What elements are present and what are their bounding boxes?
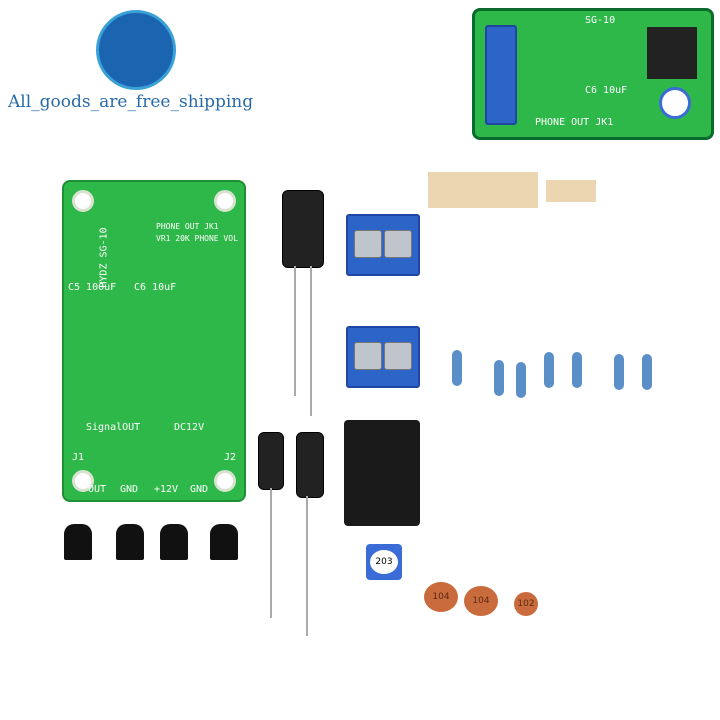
transistor <box>116 524 144 560</box>
resistor <box>452 350 462 386</box>
pin-out: OUT <box>88 484 107 495</box>
pcb-board: HYDZ SG-10 C5 100uF C6 10uF PHONE OUT JK… <box>62 180 246 502</box>
resistor <box>614 354 624 390</box>
audio-jack <box>344 420 420 526</box>
trimmer-pot: 203 <box>366 544 402 580</box>
vol-label: VR1 20K PHONE VOL <box>156 234 238 243</box>
j2-label: J2 <box>224 452 237 463</box>
c6-label: C6 10uF <box>134 282 177 293</box>
board-model: HYDZ SG-10 <box>98 227 110 288</box>
resistor <box>642 354 652 390</box>
signal-out-label: SignalOUT <box>86 422 141 433</box>
resistor <box>572 352 582 388</box>
transistor <box>64 524 92 560</box>
j1-label: J1 <box>72 452 85 463</box>
globe-logo <box>96 10 176 90</box>
electrolytic-cap <box>296 432 324 498</box>
screw-terminal <box>346 214 420 276</box>
pin-gnd2: GND <box>190 484 209 495</box>
resistor <box>494 360 504 396</box>
dc-label: DC12V <box>174 422 205 433</box>
ceramic-cap: 102 <box>514 592 538 616</box>
transistor <box>160 524 188 560</box>
inset-pot <box>659 87 691 119</box>
inset-c6: C6 10uF <box>585 85 628 96</box>
inset-model: SG-10 <box>585 15 616 26</box>
phone-label: PHONE OUT JK1 <box>156 222 219 231</box>
pin-gnd: GND <box>120 484 139 495</box>
pot-code: 203 <box>370 550 398 574</box>
ceramic-cap: 104 <box>424 582 458 612</box>
inset-phone: PHONE OUT JK1 <box>535 117 614 128</box>
electrolytic-cap <box>282 190 324 268</box>
resistor <box>544 352 554 388</box>
ceramic-cap: 104 <box>464 586 498 616</box>
pin-12v: +12V <box>154 484 179 495</box>
c5-label: C5 100uF <box>68 282 117 293</box>
electrolytic-cap <box>258 432 284 490</box>
resistor <box>516 362 526 398</box>
inset-assembled-board: SG-10 C6 10uF PHONE OUT JK1 <box>472 8 714 140</box>
brand-text: All_goods_are_free_shipping <box>8 92 254 112</box>
screw-terminal <box>346 326 420 388</box>
transistor <box>210 524 238 560</box>
